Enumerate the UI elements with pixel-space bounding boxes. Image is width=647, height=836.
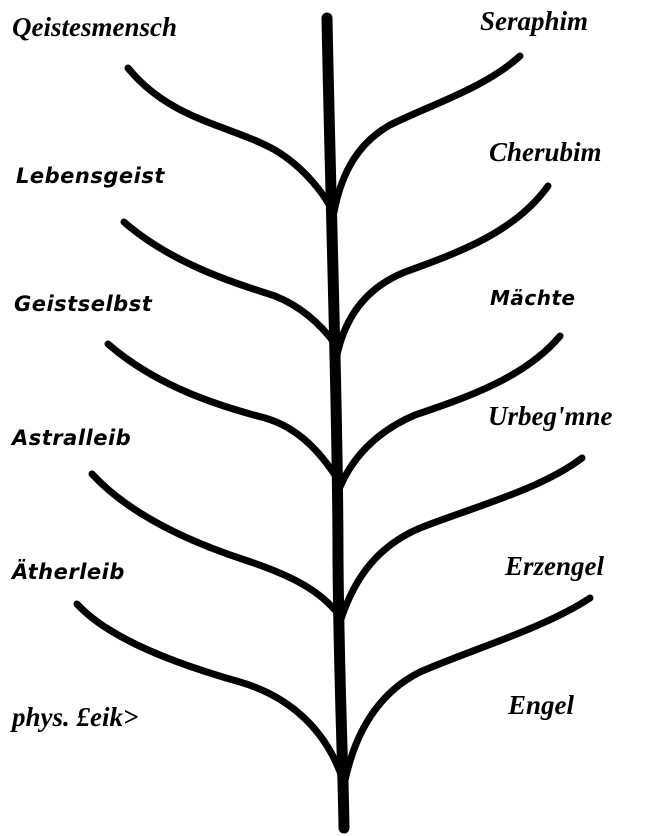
left-branch-2 xyxy=(124,222,336,345)
label-engel: Engel xyxy=(508,692,574,719)
label-aetherleib: Ätherleib xyxy=(12,562,125,583)
left-branch-5 xyxy=(77,604,343,780)
label-cherubim: Cherubim xyxy=(489,139,602,166)
label-geistselbst: Geistselbst xyxy=(14,294,152,315)
label-seraphim: Seraphim xyxy=(480,8,588,35)
right-branch-2 xyxy=(337,186,548,355)
left-branch-1 xyxy=(128,68,333,212)
label-astralleib: Astralleib xyxy=(12,428,131,449)
label-urbeginne: Urbeg'mne xyxy=(488,403,613,430)
label-erzengel: Erzengel xyxy=(505,553,604,580)
trunk xyxy=(327,18,344,828)
label-physischer-leib: phys. £eik> xyxy=(12,704,138,731)
label-lebensgeist: Lebensgeist xyxy=(16,166,165,187)
right-branch-1 xyxy=(334,56,520,212)
right-branch-4 xyxy=(340,458,582,622)
label-maechte: Mächte xyxy=(490,288,576,308)
left-branch-4 xyxy=(92,474,339,615)
label-geistesmensch: Qeistesmensch xyxy=(12,14,177,41)
left-branch-3 xyxy=(108,344,337,478)
